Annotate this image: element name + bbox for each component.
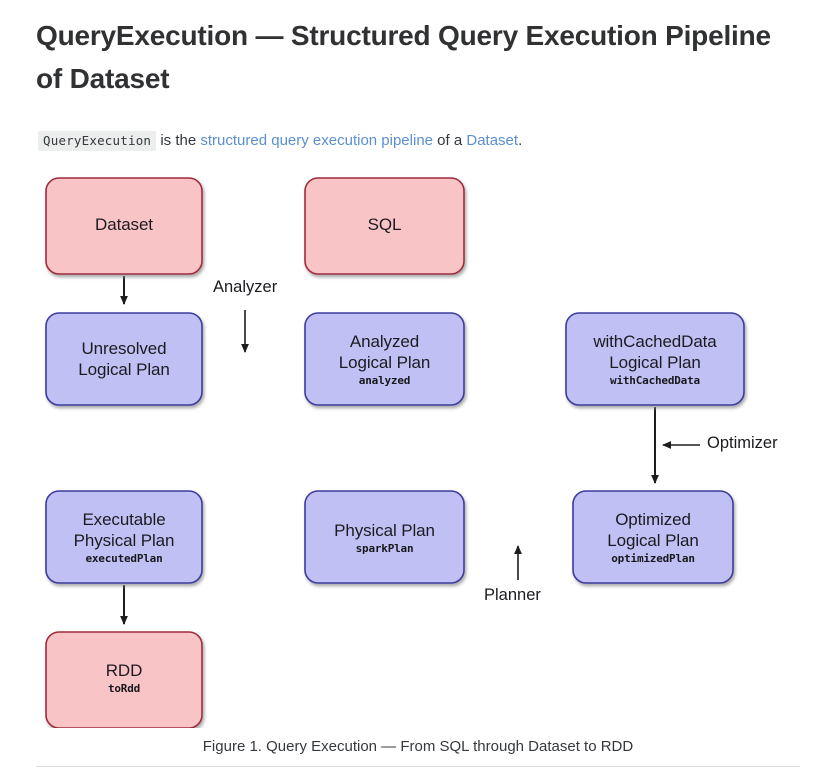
link-dataset[interactable]: Dataset [466,132,519,149]
link-structured-query-execution-pipeline[interactable]: structured query execution pipeline [200,132,433,149]
node-physical-plan[interactable] [304,490,465,584]
diagram-svg [45,177,745,728]
figure-caption: Figure 1. Query Execution — From SQL thr… [202,738,634,755]
intro-text-before: is the [156,132,201,149]
node-unresolved-logical-plan[interactable] [45,312,203,406]
node-rdd[interactable] [45,631,203,728]
figure-diagram: Dataset SQL Unresolved Logical Plan Anal… [0,168,836,728]
diagram-nodes [45,177,745,728]
node-dataset[interactable] [45,177,203,275]
node-optimized-logical-plan[interactable] [572,490,734,584]
intro-text-after: . [518,132,523,149]
diagram-edges [120,222,700,625]
intro-paragraph: QueryExecution is the structured query e… [38,130,522,152]
node-executable-physical-plan[interactable] [45,490,203,584]
bottom-divider [36,766,800,767]
inline-code-queryexecution: QueryExecution [38,131,157,151]
intro-text-middle: of a [433,132,467,149]
node-analyzed-logical-plan[interactable] [304,312,465,406]
node-sql[interactable] [304,177,465,275]
page-title: QueryExecution — Structured Query Execut… [36,20,771,95]
node-withcacheddata-logical-plan[interactable] [565,312,745,406]
